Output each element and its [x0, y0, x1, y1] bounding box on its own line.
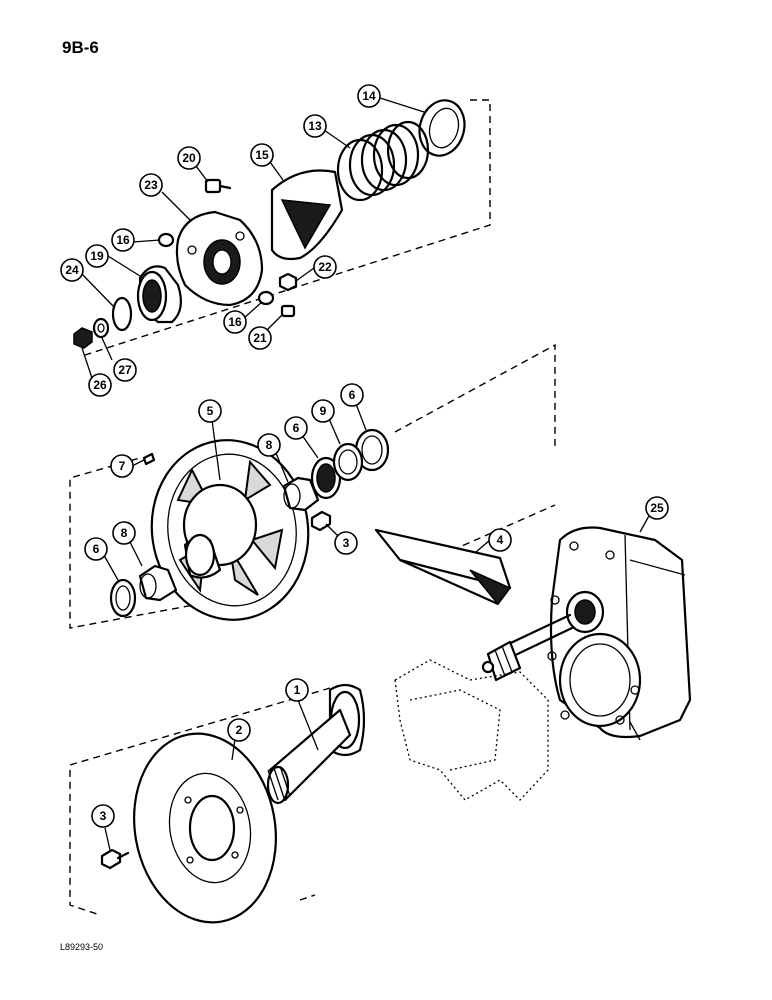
svg-text:16: 16 — [228, 315, 242, 329]
part-23-housing — [175, 210, 264, 307]
part-21-screw — [280, 304, 296, 318]
svg-text:20: 20 — [182, 151, 196, 165]
svg-text:14: 14 — [362, 89, 376, 103]
svg-text:2: 2 — [236, 723, 243, 737]
callout-1: 1 — [285, 678, 309, 702]
svg-text:8: 8 — [266, 438, 273, 452]
part-8-bushing-lower — [138, 564, 178, 602]
part-3-bolt-middle — [310, 510, 332, 532]
svg-text:25: 25 — [650, 501, 664, 515]
svg-text:3: 3 — [343, 536, 350, 550]
svg-text:3: 3 — [100, 809, 107, 823]
part-2-sheave-disc — [133, 732, 277, 924]
page-number: 9B-6 — [62, 38, 99, 57]
svg-text:19: 19 — [90, 249, 104, 263]
callout-21: 21 — [248, 326, 272, 350]
svg-text:13: 13 — [308, 119, 322, 133]
part-27-washer — [92, 317, 110, 339]
part-24-snap-ring — [111, 296, 133, 332]
svg-text:6: 6 — [293, 421, 300, 435]
callout-6-c: 6 — [84, 537, 108, 561]
callout-27: 27 — [113, 358, 137, 382]
part-5-drive-pulley — [150, 439, 310, 621]
callout-8-lower: 8 — [112, 521, 136, 545]
callout-20: 20 — [177, 146, 201, 170]
callout-16-lower: 16 — [223, 310, 247, 334]
svg-text:5: 5 — [207, 404, 214, 418]
part-26-nut — [73, 327, 93, 349]
svg-text:22: 22 — [318, 260, 332, 274]
callout-8-upper: 8 — [257, 433, 281, 457]
svg-text:6: 6 — [349, 388, 356, 402]
part-6-seal-a — [310, 456, 342, 500]
callout-22: 22 — [313, 255, 337, 279]
svg-text:26: 26 — [93, 378, 107, 392]
part-20-bolt — [204, 178, 232, 194]
part-6-seal-c — [109, 578, 137, 618]
callout-6-b: 6 — [340, 383, 364, 407]
callout-23: 23 — [139, 173, 163, 197]
middle-assembly-outline — [69, 343, 556, 629]
part-13-coil-spring — [336, 120, 430, 202]
callout-15: 15 — [250, 143, 274, 167]
svg-text:16: 16 — [116, 233, 130, 247]
part-9-ring — [332, 442, 364, 482]
svg-text:24: 24 — [65, 263, 79, 277]
callout-19: 19 — [85, 244, 109, 268]
part-8-bushing-upper — [282, 476, 320, 512]
callout-14: 14 — [357, 84, 381, 108]
part-25-gearbox — [481, 526, 692, 741]
callout-25: 25 — [645, 496, 669, 520]
callout-7: 7 — [110, 454, 134, 478]
part-16-nut-upper — [157, 232, 175, 248]
part-15-cam — [270, 169, 344, 261]
svg-text:7: 7 — [119, 459, 126, 473]
callout-3-middle: 3 — [334, 531, 358, 555]
callout-16-upper: 16 — [111, 228, 135, 252]
callout-4: 4 — [488, 528, 512, 552]
svg-text:1: 1 — [294, 683, 301, 697]
part-19-bearing — [136, 265, 183, 324]
callout-13: 13 — [303, 114, 327, 138]
callout-26: 26 — [88, 373, 112, 397]
part-7-key — [142, 452, 156, 466]
frame-bracket-reference — [394, 659, 549, 801]
callout-2: 2 — [227, 718, 251, 742]
part-1-splined-shaft — [266, 683, 366, 805]
part-3-bolt-lower — [100, 848, 130, 870]
figure-reference-code: L89293-50 — [60, 942, 104, 952]
part-14-retaining-ring — [418, 99, 466, 157]
part-22-nut — [278, 272, 298, 292]
svg-text:9: 9 — [320, 404, 327, 418]
part-4-drive-belt — [374, 528, 512, 606]
svg-text:4: 4 — [497, 533, 504, 547]
svg-text:21: 21 — [253, 331, 267, 345]
callout-3-lower: 3 — [91, 804, 115, 828]
svg-text:8: 8 — [121, 526, 128, 540]
lower-assembly-outline — [69, 687, 331, 916]
svg-text:27: 27 — [118, 363, 132, 377]
svg-text:15: 15 — [255, 148, 269, 162]
callout-6-a: 6 — [284, 416, 308, 440]
part-16-nut-lower — [257, 290, 275, 306]
svg-text:23: 23 — [144, 178, 158, 192]
callout-24: 24 — [60, 258, 84, 282]
callout-5: 5 — [198, 399, 222, 423]
callout-9: 9 — [311, 399, 335, 423]
svg-text:6: 6 — [93, 542, 100, 556]
